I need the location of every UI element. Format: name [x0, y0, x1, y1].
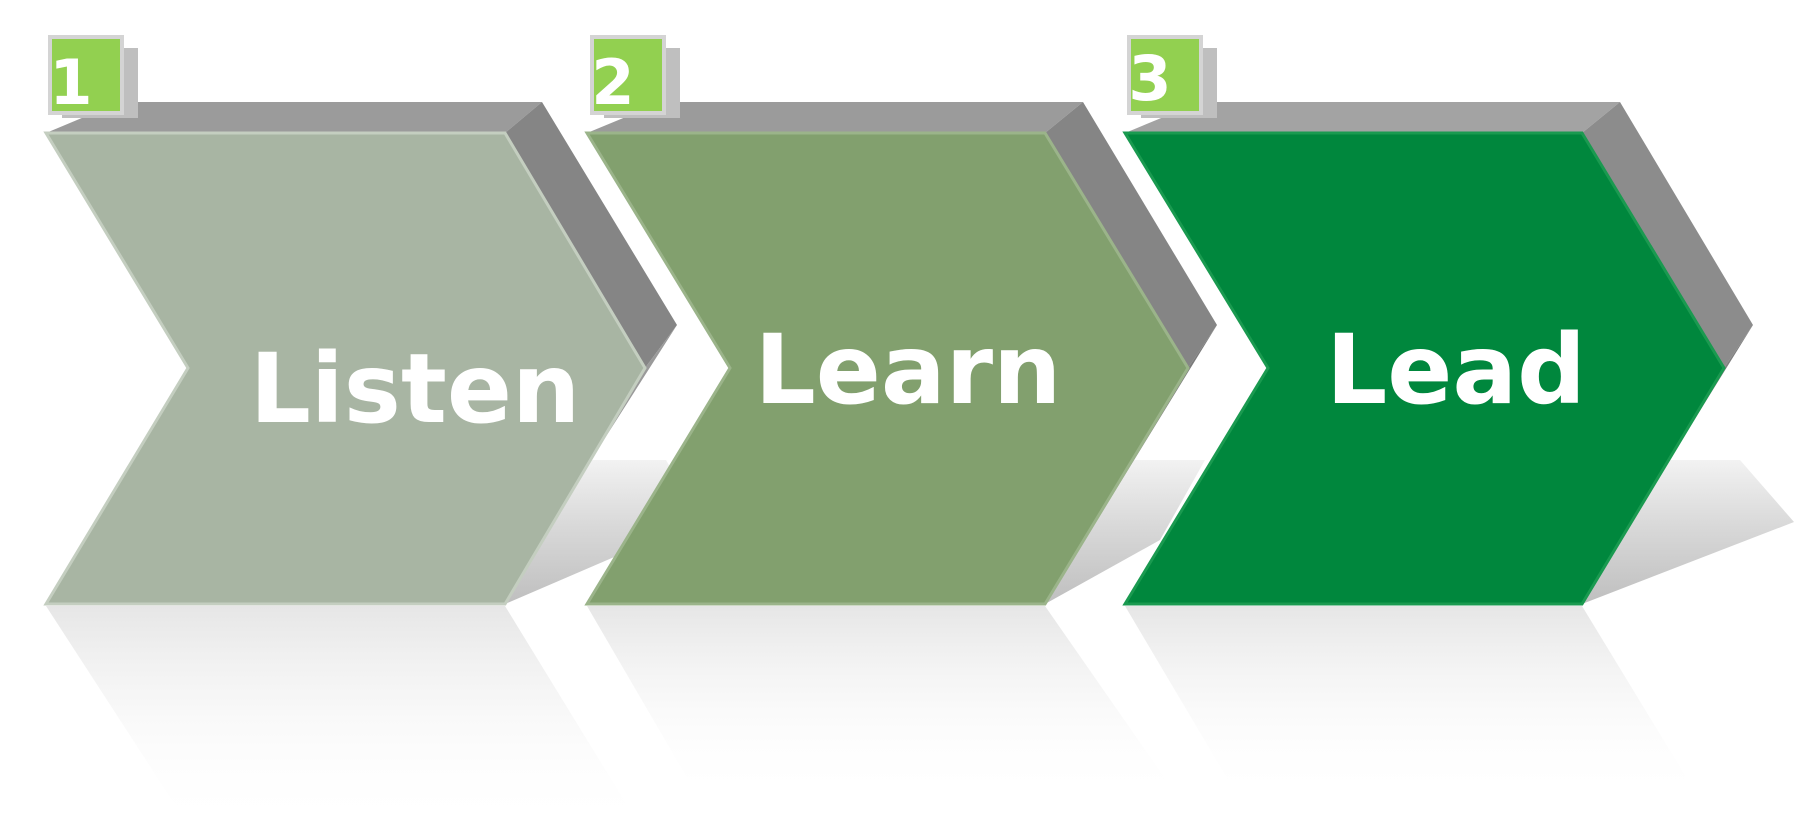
step-2-top-bevel	[587, 102, 1083, 133]
step-3-side-bevel	[1582, 102, 1753, 368]
step-2-chevron	[584, 131, 1190, 606]
step-2-label: Learn	[755, 314, 1062, 426]
step-3-reflection	[1125, 606, 1700, 800]
step-1-number: 1	[49, 46, 92, 119]
step-1-top-bevel	[46, 102, 542, 133]
step-2-reflection	[587, 606, 1180, 800]
step-2-number: 2	[591, 46, 634, 119]
step-3-label: Lead	[1326, 314, 1586, 426]
step-3: 3 Lead	[1122, 35, 1794, 800]
step-2-badge	[590, 35, 666, 115]
step-2: 2 Learn	[584, 35, 1217, 800]
step-3-number: 3	[1128, 42, 1171, 115]
step-1-side-bevel	[505, 102, 677, 368]
step-1: 1 Listen	[43, 35, 700, 828]
step-3-top-bevel	[1125, 102, 1620, 133]
step-1-chevron	[43, 131, 647, 606]
step-3-badge	[1127, 35, 1203, 115]
step-2-side-bevel	[1045, 102, 1217, 368]
step-1-badge	[48, 35, 124, 115]
step-3-chevron	[1122, 131, 1726, 606]
step-1-reflection	[46, 606, 641, 828]
step-1-label: Listen	[250, 333, 581, 445]
